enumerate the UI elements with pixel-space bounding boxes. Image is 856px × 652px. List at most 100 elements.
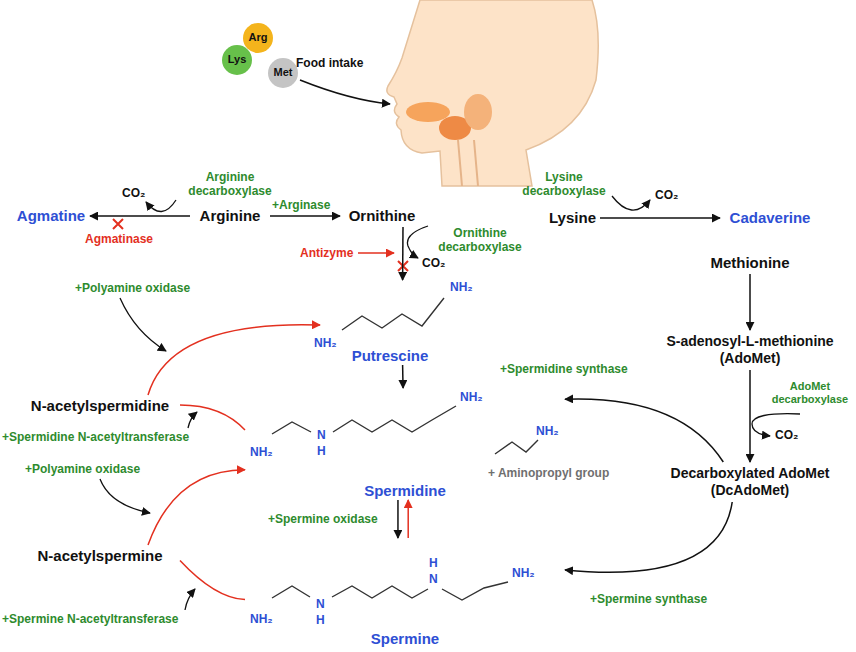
- metabolite-name: Decarboxylated AdoMet (DcAdoMet): [661, 465, 839, 499]
- atom-label: N: [317, 428, 326, 442]
- reaction-arrow: [749, 274, 751, 330]
- chemical-structures: [272, 298, 538, 600]
- reaction-arrow: [565, 399, 723, 462]
- enzyme-label: +Spermidine synthase: [500, 362, 628, 376]
- co2-release-arrow: [407, 226, 428, 258]
- leader-arrow: [100, 479, 150, 513]
- amino-acid-circle: Lys: [222, 45, 252, 75]
- atom-label: NH₂: [450, 280, 473, 294]
- enzyme-label: +Spermine oxidase: [268, 512, 378, 526]
- amino-acid-circle: Met: [268, 58, 298, 88]
- metabolite-name: N-acetylspermidine: [31, 397, 169, 415]
- reaction-arrow: [565, 502, 732, 572]
- throat-lines: [458, 140, 478, 186]
- note-label: Food intake: [296, 56, 363, 70]
- spermine-chain: [442, 582, 508, 600]
- metabolite-node: S-adenosyl-L-methionine (AdoMet): [649, 330, 852, 370]
- metabolite-node: N-acetylspermidine: [20, 395, 180, 417]
- atom-label: NH₂: [250, 445, 273, 459]
- metabolite-name: Cadaverine: [730, 209, 811, 227]
- inhibitor-label: Antizyme: [300, 246, 353, 260]
- note-label: + Aminopropyl group: [488, 466, 609, 480]
- leader-arrow: [120, 298, 166, 351]
- metabolite-name: N-acetylspermine: [37, 547, 162, 565]
- metabolite-node: Spermine: [245, 538, 565, 648]
- metabolite-name: Arginine: [200, 207, 261, 225]
- reaction-arrow: [402, 365, 404, 388]
- catabolic-arrow: [180, 405, 245, 430]
- metabolite-name: Methionine: [710, 254, 789, 272]
- reaction-arrow: [749, 370, 751, 462]
- head-outline: [387, 0, 598, 186]
- metabolite-name: Lys: [228, 53, 247, 66]
- note-label: CO₂: [422, 256, 445, 270]
- putrescine-chain: [342, 298, 444, 330]
- atom-label: NH₂: [250, 612, 273, 626]
- spermidine-chain: [272, 422, 311, 434]
- atom-label: N: [316, 597, 325, 611]
- atom-label: NH₂: [512, 566, 535, 580]
- metabolite-node: Decarboxylated AdoMet (DcAdoMet): [661, 462, 839, 502]
- note-label: CO₂: [122, 186, 145, 200]
- atom-label: NH₂: [314, 336, 337, 350]
- block-mark: [113, 219, 123, 229]
- metabolite-node: Putrescine: [320, 280, 460, 365]
- metabolite-name: Met: [274, 66, 293, 79]
- leader-arrow: [188, 412, 197, 428]
- enzyme-label: +Polyamine oxidase: [75, 281, 190, 295]
- metabolite-node: Cadaverine: [720, 207, 820, 229]
- enzyme-label: +Polyamine oxidase: [25, 462, 140, 476]
- atom-label: NH₂: [460, 390, 483, 404]
- note-label: CO₂: [655, 188, 678, 202]
- enzyme-label: +Arginase: [272, 198, 330, 212]
- metabolite-name: Ornithine: [349, 207, 416, 225]
- atom-label: H: [316, 613, 325, 627]
- metabolite-name: Spermine: [371, 630, 439, 648]
- reaction-arrow: [90, 215, 190, 217]
- inhibition-arrow: [358, 252, 394, 254]
- mouth-region: [406, 102, 450, 122]
- metabolite-name: Spermidine: [364, 482, 446, 500]
- reaction-arrow: [397, 500, 399, 538]
- catabolic-arrow: [407, 500, 409, 538]
- reaction-arrow: [600, 217, 720, 219]
- enzyme-label: +Spermidine N-acetyltransferase: [2, 430, 189, 444]
- salivary-gland: [464, 94, 492, 130]
- metabolite-name: Arg: [249, 31, 268, 44]
- spermine-chain: [332, 586, 428, 598]
- catabolic-arrow: [180, 560, 245, 599]
- food-arrow: [300, 80, 390, 104]
- atom-label: N: [429, 572, 438, 586]
- metabolite-node: N-acetylspermine: [20, 545, 180, 567]
- reaction-arrow: [270, 215, 340, 217]
- co2-release-arrow: [146, 200, 176, 212]
- spermine-chain: [272, 586, 310, 598]
- metabolite-name: Putrescine: [352, 347, 429, 365]
- metabolite-name: Agmatine: [17, 207, 85, 225]
- atom-label: H: [317, 444, 326, 458]
- metabolite-node: Lysine: [545, 207, 600, 229]
- co2-release-arrow: [612, 196, 650, 210]
- leader-arrow: [185, 589, 195, 610]
- aminopropyl-chain: [495, 440, 538, 454]
- metabolite-node: Methionine: [700, 252, 800, 274]
- head-illustration: [387, 0, 598, 186]
- enzyme-label: +Spermine N-acetyltransferase: [2, 612, 178, 626]
- enzyme-label: Arginine decarboxylase: [184, 170, 276, 199]
- metabolite-node: Arginine: [190, 205, 270, 227]
- metabolite-name: S-adenosyl-L-methionine (AdoMet): [653, 333, 848, 367]
- metabolite-name: Lysine: [549, 209, 596, 227]
- enzyme-label: AdoMet decarboxylase: [768, 380, 852, 406]
- atom-label: H: [429, 556, 438, 570]
- catabolic-arrow: [148, 470, 245, 545]
- note-label: CO₂: [775, 428, 798, 442]
- enzyme-label: +Spermine synthase: [590, 592, 707, 606]
- metabolite-node: Ornithine: [340, 205, 424, 227]
- reaction-arrow: [402, 227, 404, 280]
- inhibitor-label: Agmatinase: [85, 232, 153, 246]
- enzyme-label: Lysine decarboxylase: [518, 170, 610, 199]
- metabolite-node: Agmatine: [12, 205, 90, 227]
- metabolite-node: Spermidine: [245, 388, 565, 500]
- spermidine-chain: [333, 406, 456, 432]
- catabolic-arrow: [148, 325, 320, 395]
